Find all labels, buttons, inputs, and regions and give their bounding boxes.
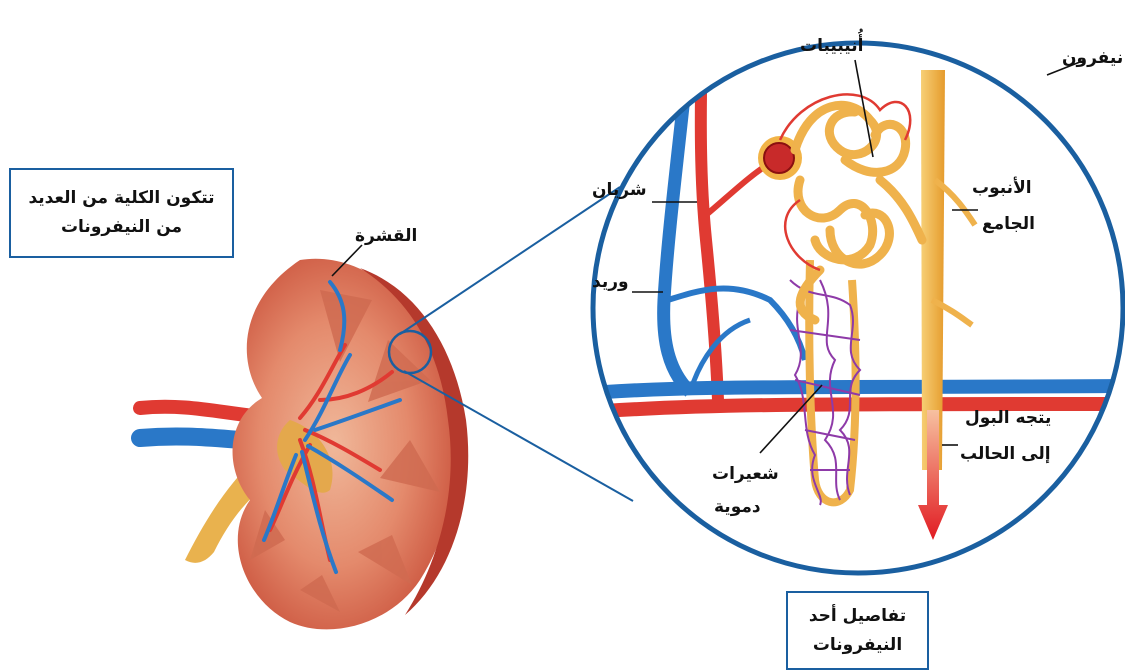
- kidney: [140, 259, 468, 630]
- label-artery: شريان: [592, 178, 647, 203]
- label-capillaries-2: دموية: [714, 495, 761, 520]
- callout-nephron-detail: تفاصيل أحد النيفرونات: [786, 591, 929, 670]
- zoom-line-top: [400, 187, 620, 334]
- label-tubules: أُنيبيبات: [800, 34, 863, 59]
- callout-bottom-line2: النيفرونات: [788, 631, 927, 660]
- callout-bottom-line1: تفاصيل أحد: [788, 602, 927, 631]
- label-nephron: نيفرون: [1062, 46, 1123, 71]
- label-collecting-duct-1: الأنبوب: [972, 176, 1032, 201]
- glomerulus: [764, 143, 794, 173]
- callout-left-line2: من النيفرونات: [11, 213, 232, 242]
- label-urine-2: إلى الحالب: [960, 442, 1051, 467]
- label-capillaries-1: شعيرات: [712, 462, 779, 487]
- callout-left-line1: تتكون الكلية من العديد: [11, 184, 232, 213]
- label-urine-1: يتجه البول: [965, 406, 1051, 431]
- label-cortex: القشرة: [355, 224, 417, 249]
- callout-kidney-nephrons: تتكون الكلية من العديد من النيفرونات: [9, 168, 234, 258]
- label-vein: وريد: [592, 270, 629, 295]
- label-collecting-duct-2: الجامع: [982, 212, 1035, 237]
